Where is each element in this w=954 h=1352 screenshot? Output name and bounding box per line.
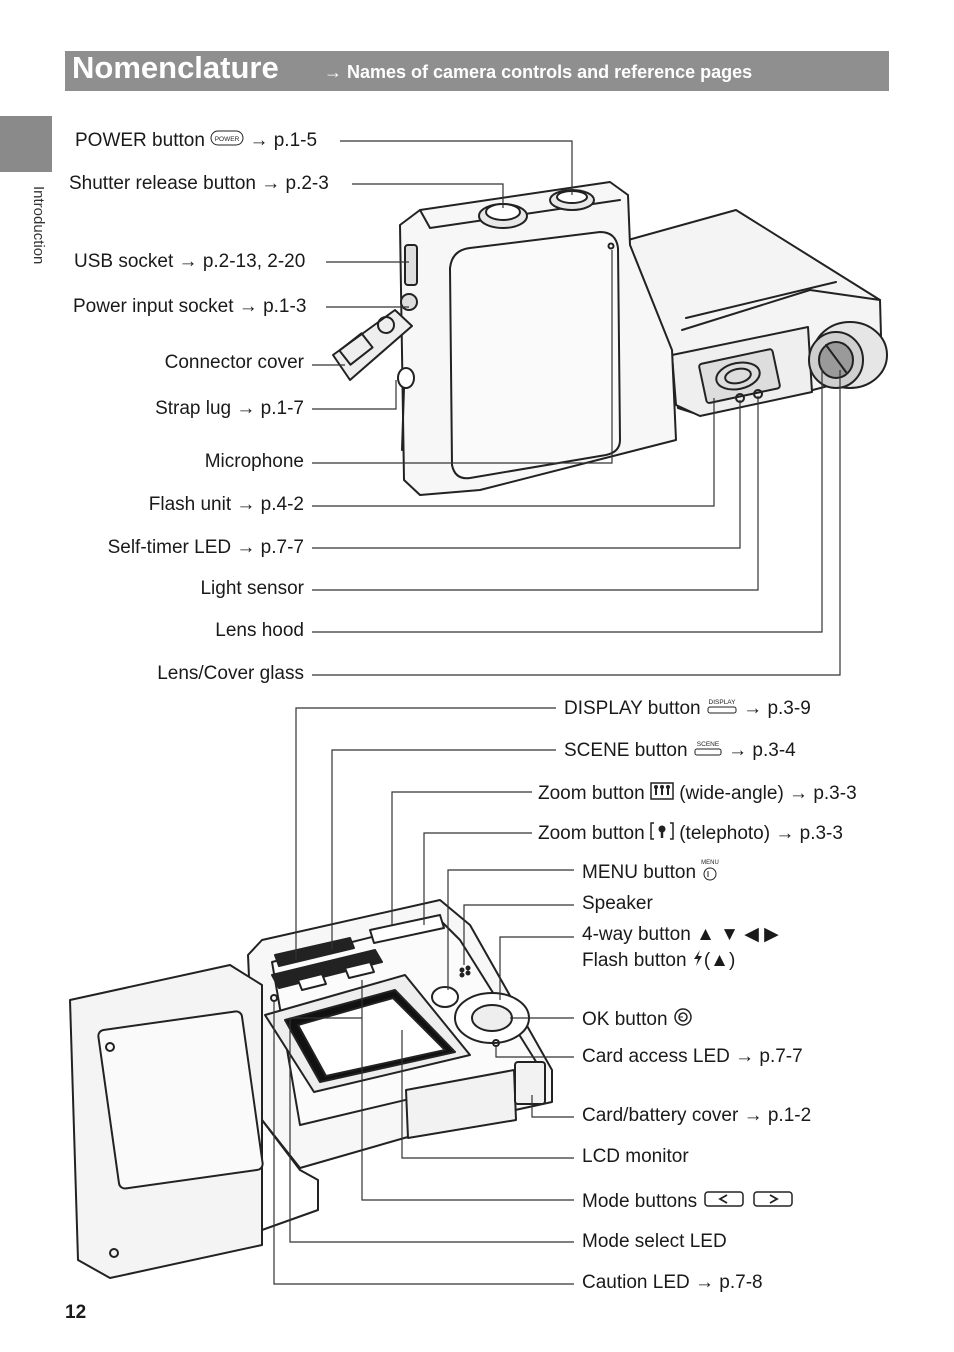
- svg-text:POWER: POWER: [215, 136, 240, 143]
- label-flash-button: Flash button (▲): [582, 949, 736, 973]
- page-subtitle: → Names of camera controls and reference…: [324, 62, 753, 82]
- label-card-battery-cover: Card/battery cover → p.1-2: [582, 1105, 812, 1126]
- label-power-input-socket: Power input socket → p.1-3: [73, 296, 307, 317]
- page-title: Nomenclature: [72, 50, 279, 85]
- label-microphone: Microphone: [204, 451, 304, 472]
- power-button-icon: POWER: [210, 130, 244, 152]
- label-connector-cover: Connector cover: [164, 352, 304, 373]
- label-strap-lug: Strap lug → p.1-7: [155, 398, 304, 419]
- label-four-way-button: 4-way button ▲ ▼ ◀ ▶: [582, 924, 779, 945]
- label-menu-button: MENU button MENU: [582, 858, 719, 888]
- scene-button-icon: SCENE: [693, 739, 723, 763]
- svg-text:MENU: MENU: [701, 860, 719, 866]
- label-scene-button: SCENE button SCENE → p.3-4: [564, 739, 796, 763]
- label-self-timer-led: Self-timer LED → p.7-7: [107, 537, 304, 558]
- label-card-access-led: Card access LED → p.7-7: [582, 1046, 803, 1067]
- page-header: Nomenclature → Names of camera controls …: [65, 50, 889, 91]
- label-power-button: POWER button POWER → p.1-5: [75, 130, 318, 152]
- label-mode-buttons: Mode buttons: [582, 1189, 796, 1215]
- label-speaker: Speaker: [582, 893, 653, 914]
- label-lens-hood: Lens hood: [215, 620, 304, 641]
- mode-buttons-icon: [702, 1189, 796, 1215]
- label-zoom-wide: Zoom button (wide-angle) → p.3-3: [538, 782, 857, 806]
- svg-text:SCENE: SCENE: [697, 741, 720, 748]
- wide-angle-icon: [650, 782, 674, 806]
- display-button-icon: DISPLAY: [706, 697, 738, 721]
- flash-icon: [692, 949, 704, 973]
- label-lens-cover-glass: Lens/Cover glass: [157, 663, 304, 684]
- label-zoom-tele: Zoom button (telephoto) → p.3-3: [538, 822, 843, 846]
- page-number: 12: [65, 1302, 87, 1323]
- label-mode-select-led: Mode select LED: [582, 1231, 727, 1252]
- label-shutter-release: Shutter release button → p.2-3: [69, 173, 329, 194]
- section-tab-label: Introduction: [30, 186, 47, 265]
- menu-button-icon: MENU: [701, 858, 719, 888]
- label-light-sensor: Light sensor: [200, 578, 304, 599]
- ok-button-icon: [673, 1007, 693, 1033]
- svg-text:DISPLAY: DISPLAY: [708, 699, 736, 706]
- telephoto-icon: [650, 822, 674, 846]
- label-caution-led: Caution LED → p.7-8: [582, 1272, 763, 1293]
- section-tab-marker: [0, 116, 52, 172]
- label-usb-socket: USB socket → p.2-13, 2-20: [74, 251, 306, 272]
- label-lcd-monitor: LCD monitor: [582, 1146, 689, 1167]
- label-ok-button: OK button: [582, 1007, 693, 1033]
- label-flash-unit: Flash unit → p.4-2: [148, 494, 304, 515]
- label-display-button: DISPLAY button DISPLAY → p.3-9: [564, 697, 811, 721]
